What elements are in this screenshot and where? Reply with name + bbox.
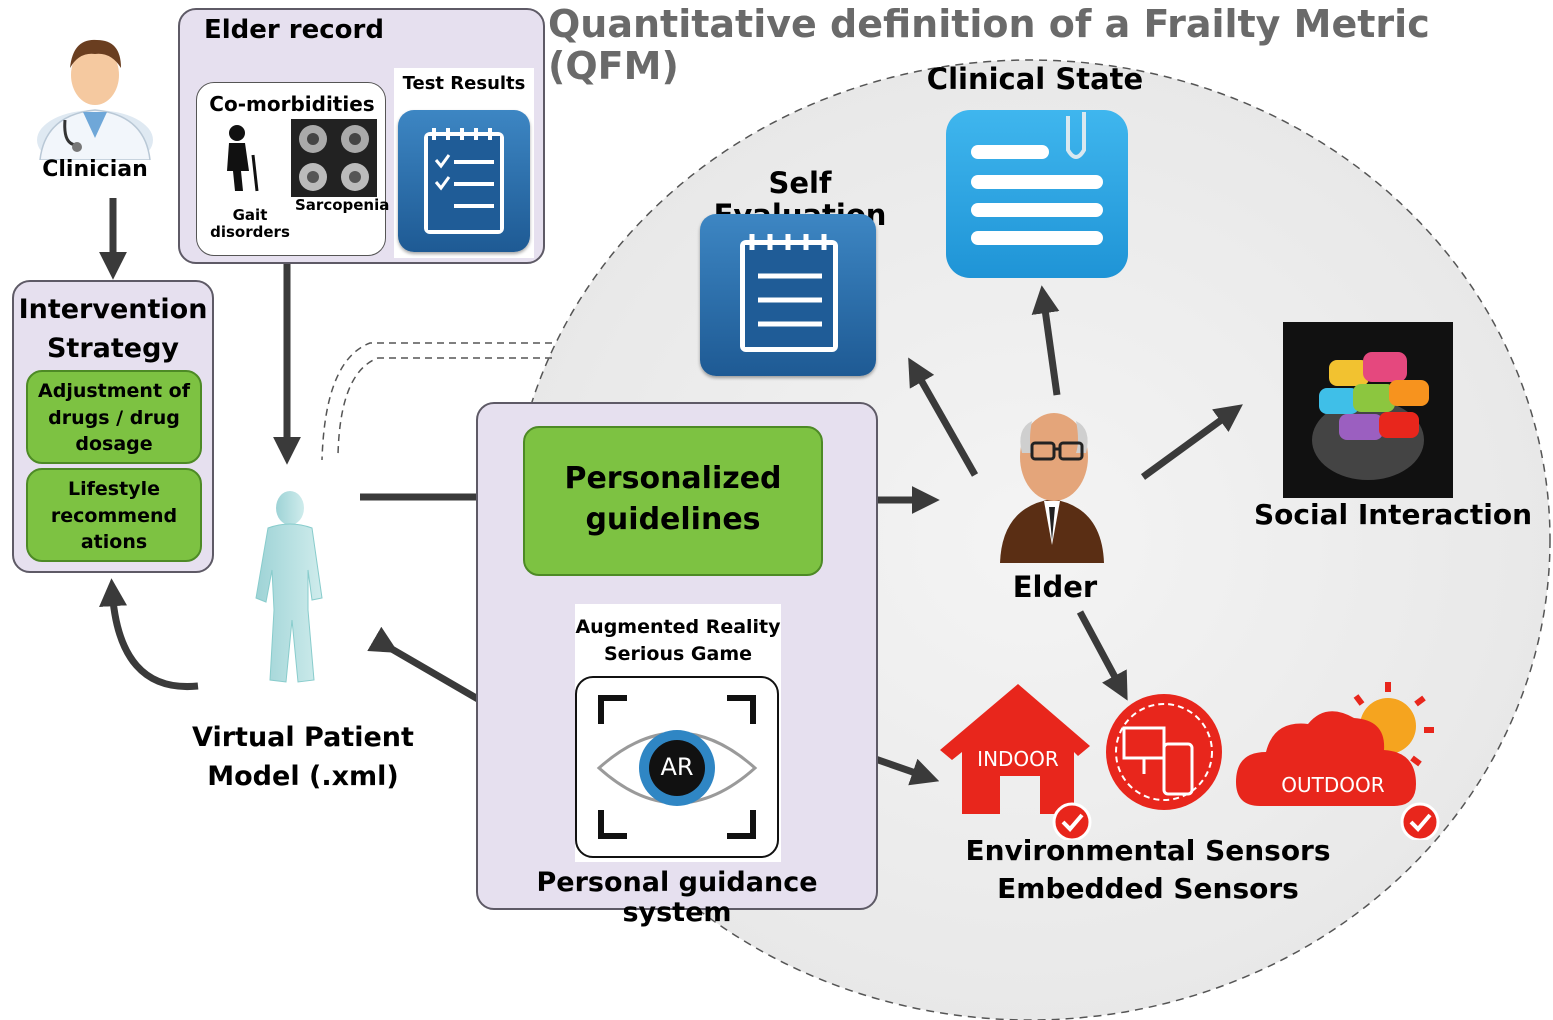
- virtual-patient-body-icon: [255, 491, 323, 683]
- test-results-box: Test Results: [394, 68, 534, 258]
- virtual-patient-label: Virtual Patient Model (.xml): [192, 722, 414, 793]
- ar-game-title: Augmented Reality Serious Game: [575, 616, 781, 665]
- intervention-drugs-label: Adjustment of drugs / drug dosage: [38, 380, 190, 456]
- diagram-title: Quantitative definition of a Frailty Met…: [548, 2, 1430, 88]
- checklist-icon: [398, 110, 530, 252]
- intervention-lifestyle-label: Lifestyle recommend ations: [50, 478, 178, 554]
- feedback-connector: [321, 342, 552, 461]
- intervention-panel: Intervention Strategy Adjustment of drug…: [12, 280, 214, 573]
- personalized-guidelines-label: Personalized guidelines: [564, 461, 782, 538]
- outdoor-sensor-icon: OUTDOOR: [1226, 680, 1440, 842]
- arrow-elder-to-clinical: [1031, 285, 1061, 396]
- arrow-elder-to-sensors: [1076, 610, 1128, 701]
- indoor-label: INDOOR: [977, 747, 1059, 771]
- clinical-state-label: Clinical State: [926, 62, 1144, 96]
- outdoor-label: OUTDOOR: [1281, 773, 1385, 797]
- ct-scan-images: [291, 119, 377, 197]
- clinician-node: Clinician: [15, 20, 175, 190]
- indoor-sensor-icon: INDOOR: [940, 680, 1100, 842]
- clinician-label: Clinician: [42, 157, 148, 182]
- arrow-elder-to-self-eval: [908, 357, 979, 477]
- elder-record-title: Elder record: [204, 15, 384, 45]
- ar-badge: AR: [660, 753, 694, 781]
- embedded-devices-icon: [1106, 694, 1222, 810]
- feedback-connector-inner: [337, 357, 552, 456]
- sarcopenia-label: Sarcopenia: [295, 196, 390, 214]
- social-interaction-image: [1283, 322, 1453, 498]
- clinical-state-icon: [946, 110, 1128, 278]
- test-results-label: Test Results: [402, 73, 526, 94]
- personalized-guidelines-box: Personalized guidelines: [523, 426, 823, 576]
- sensors-line2: Embedded Sensors: [997, 872, 1299, 905]
- social-interaction-label: Social Interaction: [1253, 498, 1533, 531]
- elder-label: Elder: [1012, 570, 1098, 604]
- elder-record-panel: Elder record Co-morbidities Gait disorde…: [178, 8, 545, 264]
- intervention-title: Intervention Strategy: [18, 294, 208, 365]
- doctor-icon: [37, 39, 153, 170]
- gait-label: Gait disorders: [210, 206, 290, 241]
- guidance-label: Personal guidance system: [536, 867, 818, 928]
- arrow-patient-to-intervention: [99, 578, 199, 691]
- comorbidities-label: Co-morbidities: [209, 92, 375, 116]
- sensors-line1: Environmental Sensors: [965, 834, 1331, 867]
- intervention-lifestyle: Lifestyle recommend ations: [26, 468, 202, 562]
- guidance-panel: Personalized guidelines Augmented Realit…: [476, 402, 878, 927]
- comorbidities-box: Co-morbidities Gait disorders Sarcopenia: [196, 82, 390, 256]
- ar-game-card: Augmented Reality Serious Game AR: [575, 604, 781, 862]
- intervention-drugs: Adjustment of drugs / drug dosage: [26, 370, 202, 464]
- walking-elder-icon: [227, 125, 259, 192]
- ar-eye-icon: AR: [575, 676, 779, 858]
- arrow-elder-to-social: [1140, 404, 1243, 480]
- elder-avatar-icon: [1000, 413, 1104, 563]
- self-evaluation-icon: [700, 214, 876, 376]
